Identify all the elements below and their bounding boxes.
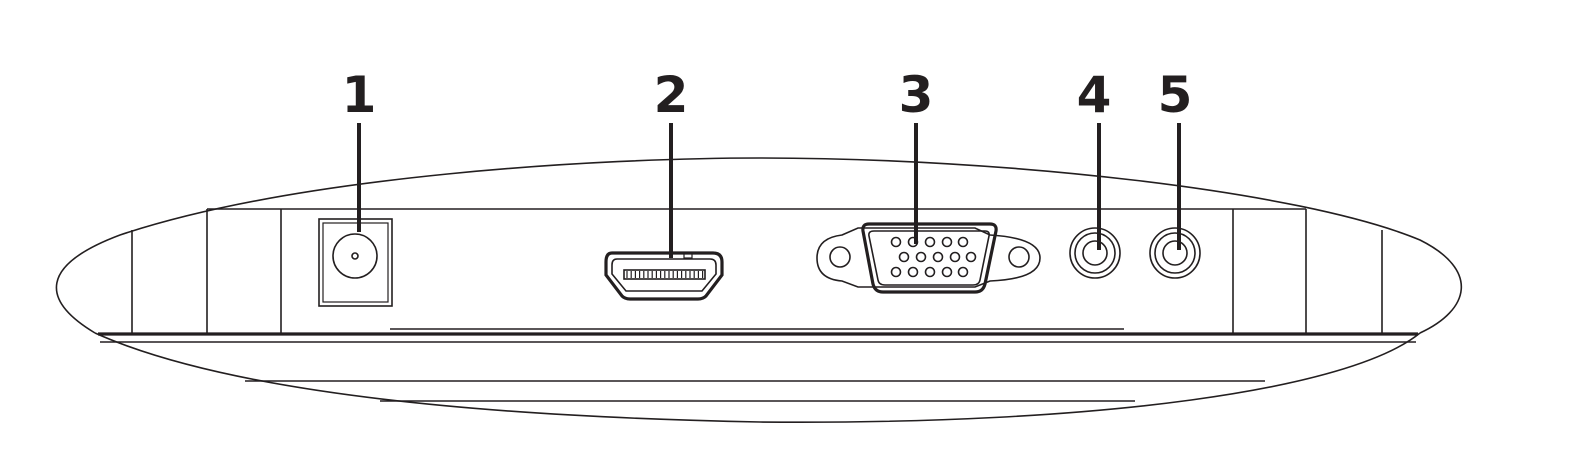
- vga-pin: [915, 251, 927, 263]
- callout-number-3: 3: [898, 66, 934, 124]
- vga-pin: [957, 236, 969, 248]
- audio-jack-b-socket: [1162, 240, 1188, 266]
- audio-jack-b-ring-outer: [1149, 227, 1201, 279]
- vga-pin: [898, 251, 910, 263]
- vga-pins: [890, 236, 977, 278]
- vga-flange: [816, 227, 1041, 288]
- body-ellipse-lower: [94, 332, 1421, 423]
- audio-jack-b: [1149, 227, 1201, 279]
- vga-pin: [890, 236, 902, 248]
- audio-jack-a-socket: [1082, 240, 1108, 266]
- audio-jack-b-ring-mid: [1154, 232, 1196, 274]
- device-body: [55, 157, 1463, 423]
- callout-lines: [357, 123, 1181, 258]
- hdmi-pins: [626, 271, 704, 278]
- body-ellipse: [55, 157, 1463, 334]
- vga-pin: [890, 266, 902, 278]
- hdmi-latch: [683, 252, 693, 259]
- vga-pin: [907, 266, 919, 278]
- vga-pin: [941, 266, 953, 278]
- vga-d-shell-inner: [868, 230, 990, 286]
- audio-jack-a-ring-mid: [1074, 232, 1116, 274]
- audio-jack-a-ring-outer: [1069, 227, 1121, 279]
- callout-number-2: 2: [653, 66, 689, 124]
- vga-pin: [949, 251, 961, 263]
- vga-pin: [957, 266, 969, 278]
- vga-pin: [907, 236, 919, 248]
- vga-pin: [965, 251, 977, 263]
- callout-number-5: 5: [1157, 66, 1193, 124]
- vga-pin: [924, 236, 936, 248]
- dc-jack-pin: [351, 252, 359, 260]
- vga-port: [816, 222, 1041, 294]
- dc-power-jack: [318, 218, 393, 307]
- vga-screw-right: [1008, 246, 1030, 268]
- vga-d-shell-outer: [861, 222, 998, 294]
- dc-jack-housing: [318, 218, 393, 307]
- callout-number-1: 1: [341, 66, 377, 124]
- callout-number-4: 4: [1076, 66, 1112, 124]
- dc-jack-housing-inner: [322, 222, 389, 303]
- vga-pin: [941, 236, 953, 248]
- dc-jack-socket: [332, 233, 378, 279]
- hdmi-inner-shell: [611, 258, 717, 292]
- vga-pin: [932, 251, 944, 263]
- hdmi-port: [604, 251, 724, 301]
- audio-jack-a: [1069, 227, 1121, 279]
- hdmi-outer-shell: [604, 251, 724, 301]
- hdmi-contact-block: [623, 269, 706, 280]
- vga-pin: [924, 266, 936, 278]
- vga-screw-left: [829, 246, 851, 268]
